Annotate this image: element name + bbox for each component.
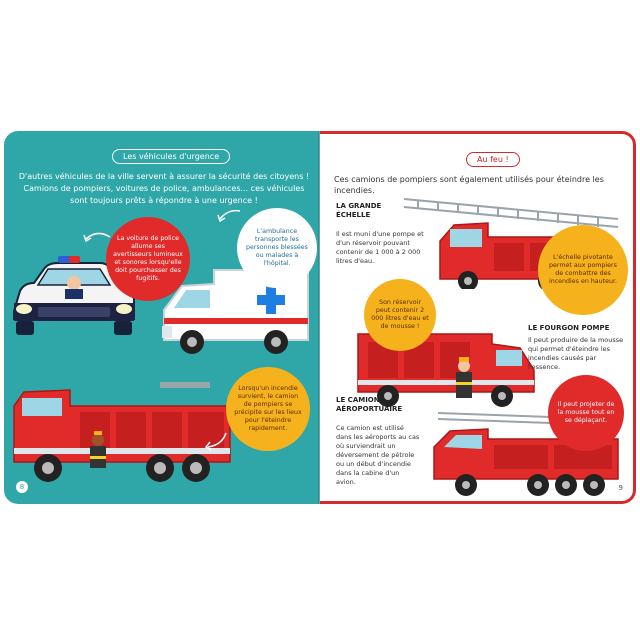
airport-bubble: Il peut projeter de la mousse tout en se…: [548, 375, 624, 451]
police-bubble: La voiture de police allume ses avertiss…: [106, 217, 190, 301]
ambulance-bubble: L'ambulance transporte les personnes ble…: [237, 208, 317, 288]
airport-text: Ce camion est utilisé dans les aéroports…: [336, 424, 420, 486]
right-page: Au feu ! Ces camions de pompiers sont ég…: [320, 131, 636, 504]
pump-bubble: Son réservoir peut contenir 2 000 litres…: [364, 279, 436, 351]
arrow-icon: [204, 432, 227, 451]
left-page-intro: D'autres véhicules de la ville servent à…: [18, 172, 310, 205]
left-page-title: Les véhicules d'urgence: [112, 149, 231, 164]
fire-truck-illustration: [13, 382, 231, 482]
pump-title: LE FOURGON POMPE: [528, 324, 610, 332]
book-spread: Les véhicules d'urgence D'autres véhicul…: [4, 131, 636, 504]
ladder-title: LA GRANDE ÉCHELLE: [336, 202, 382, 219]
airport-truck-illustration: [433, 412, 619, 496]
fire-truck-bubble: Lorsqu'un incendie survient, le camion d…: [226, 367, 310, 451]
page-number-right: 9: [618, 484, 623, 492]
right-page-title: Au feu !: [466, 152, 520, 167]
ladder-bubble: L'échelle pivotante permet aux pompiers …: [538, 225, 628, 315]
arrow-icon: [217, 209, 241, 223]
ladder-text: Il est muni d'une pompe et d'un réservoi…: [336, 230, 424, 265]
pump-text: Il peut produire de la mousse qui permet…: [528, 336, 624, 371]
page-number-left: 8: [16, 481, 28, 493]
arrow-icon: [83, 232, 111, 243]
left-page: Les véhicules d'urgence D'autres véhicul…: [4, 131, 320, 504]
airport-title: LE CAMION AÉROPORTUAIRE: [336, 396, 403, 413]
right-page-intro: Ces camions de pompiers sont également u…: [334, 175, 604, 195]
police-car-illustration: [13, 256, 135, 335]
